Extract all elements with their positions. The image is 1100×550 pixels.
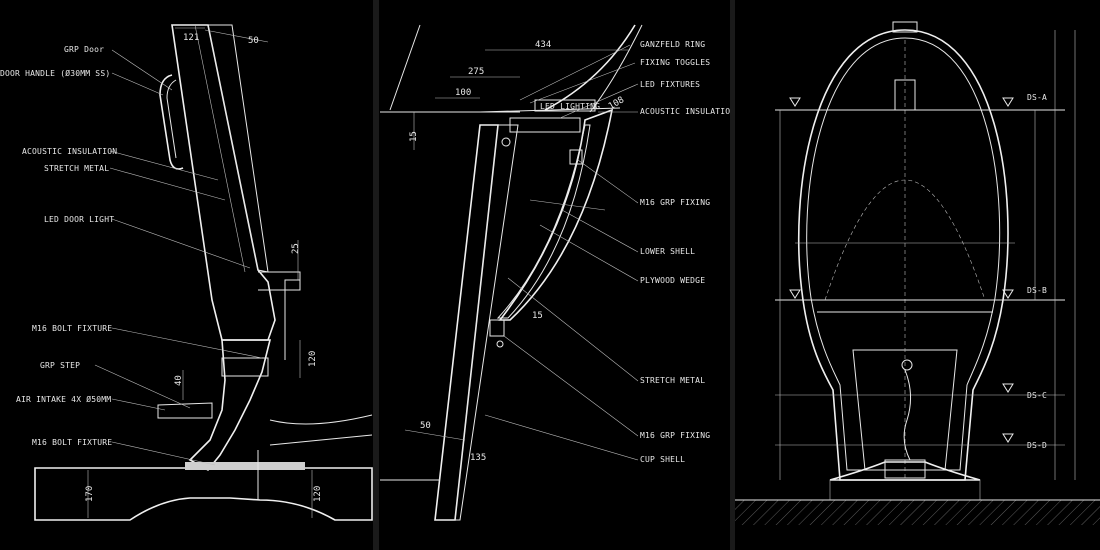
- level-ds-a: DS-A: [1027, 93, 1047, 102]
- dim-120-step: 120: [308, 351, 318, 367]
- label-grp-step: GRP STEP: [40, 361, 80, 370]
- pod-elevation-drawing: DS-A DS-B DS-C DS-D: [735, 21, 1100, 525]
- dim-275: 275: [468, 67, 484, 77]
- door-handle: [159, 74, 184, 170]
- dim-50-top: 50: [248, 36, 259, 46]
- label-acoustic-insulation: ACOUSTIC INSULATION: [640, 107, 730, 116]
- dim-121: 121: [183, 33, 199, 43]
- label-m16-grp-fixing-1: M16 GRP FIXING: [640, 198, 710, 207]
- dim-434: 434: [535, 40, 551, 50]
- dim-170: 170: [85, 486, 95, 502]
- door-detail-drawing: 121 50 25 120 40 170 120 GRP Door DOOR H…: [0, 24, 373, 521]
- dim-135: 135: [470, 453, 486, 463]
- dim-50: 50: [420, 421, 431, 431]
- ganzfeld-ring: [544, 24, 636, 111]
- panel-divider-2: [730, 0, 736, 550]
- label-cup-shell: CUP SHELL: [640, 455, 685, 464]
- label-fixing-toggles: FIXING TOGGLES: [640, 58, 710, 67]
- label-m16-bolt-fixture-2: M16 BOLT FIXTURE: [32, 438, 112, 447]
- dim-120-base: 120: [313, 486, 323, 502]
- lower-shell: [157, 339, 272, 472]
- dim-100: 100: [455, 88, 471, 98]
- shell-detail-drawing: LED LIGHTING 434 275 100 108 15 15 50 13…: [380, 24, 730, 521]
- level-ds-c: DS-C: [1027, 391, 1047, 400]
- level-ds-b: DS-B: [1027, 286, 1047, 295]
- label-m16-bolt-fixture-1: M16 BOLT FIXTURE: [32, 324, 112, 333]
- label-air-intake: AIR INTAKE 4X Ø50MM: [16, 394, 111, 404]
- panel-divider-1: [373, 0, 379, 550]
- section-door-detail: 121 50 25 120 40 170 120 GRP Door DOOR H…: [0, 0, 373, 550]
- level-ds-d: DS-D: [1027, 441, 1047, 450]
- section-shell-detail: LED LIGHTING 434 275 100 108 15 15 50 13…: [380, 0, 730, 550]
- dim-40: 40: [174, 375, 184, 386]
- label-led-fixtures: LED FIXTURES: [640, 80, 700, 89]
- label-plywood-wedge: PLYWOOD WEDGE: [640, 276, 705, 285]
- led-fixture-box: [509, 117, 581, 133]
- dim-15-left: 15: [409, 131, 419, 142]
- section-pod-elevation: DS-A DS-B DS-C DS-D: [735, 0, 1100, 550]
- label-acoustic-insulation: ACOUSTIC INSULATION: [22, 147, 117, 156]
- dim-108: 108: [607, 95, 626, 112]
- base-plinth: [34, 450, 373, 521]
- label-led-lighting: LED LIGHTING: [540, 102, 600, 111]
- label-stretch-metal: STRETCH METAL: [640, 376, 705, 385]
- label-lower-shell: LOWER SHELL: [640, 247, 695, 256]
- lower-shell: [434, 108, 614, 521]
- door-shell: [171, 24, 276, 341]
- dim-25: 25: [291, 243, 301, 254]
- label-door-handle: DOOR HANDLE (Ø30MM SS): [0, 68, 110, 78]
- label-stretch-metal: STRETCH METAL: [44, 164, 109, 173]
- dim-15-mid: 15: [532, 311, 543, 321]
- label-grp-door: GRP Door: [64, 45, 104, 54]
- plywood-wedge: [496, 124, 591, 319]
- label-ganzfeld-ring: GANZFELD RING: [640, 40, 705, 49]
- label-m16-grp-fixing-2: M16 GRP FIXING: [640, 431, 710, 440]
- label-led-door-light: LED DOOR LIGHT: [44, 215, 114, 224]
